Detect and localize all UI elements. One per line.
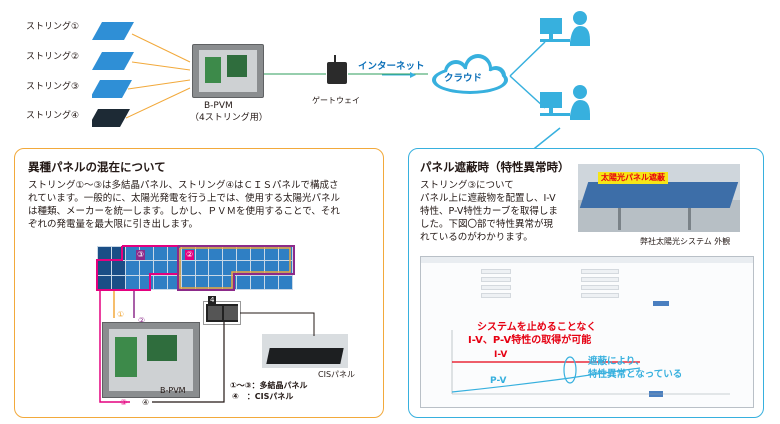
system-photo-caption: 弊社太陽光システム 外観 bbox=[640, 237, 731, 246]
right-box-line: した。下図〇部で特性異常が現 bbox=[420, 219, 554, 230]
legend-polycrystal: ①～③：多結晶パネル bbox=[230, 381, 308, 390]
left-box-line: ぞれの発電量を最大限に引き出します。 bbox=[28, 219, 199, 230]
bpvm-device-photo bbox=[102, 322, 200, 398]
right-box-title: パネル遮蔽時（特性異常時） bbox=[420, 160, 570, 174]
user-pc-icon bbox=[540, 11, 590, 46]
cloud-icon bbox=[432, 54, 508, 94]
legend-cis: ④ ：CISパネル bbox=[232, 392, 294, 401]
internet-label: インターネット bbox=[358, 61, 425, 72]
right-box-line: ストリング③について bbox=[420, 180, 514, 191]
panel-number-2: ② bbox=[185, 250, 195, 260]
panel-icon-2 bbox=[92, 52, 134, 70]
wire-number-3: ③ bbox=[120, 398, 128, 407]
circuit-board bbox=[205, 57, 221, 83]
panel-icon-4 bbox=[92, 109, 130, 127]
right-box-line: パネル上に遮蔽物を配置し、I-V bbox=[420, 193, 556, 204]
cis-panel-photo bbox=[262, 334, 348, 368]
bpvm-sub-label: （4ストリング用） bbox=[190, 113, 268, 123]
string-outlines bbox=[96, 245, 295, 291]
left-box-line: は種類、メーカーを統一します。しかし、ＰＶＭを使用することで、それ bbox=[28, 206, 340, 217]
wire-number-4: ④ bbox=[142, 398, 150, 407]
monitoring-screenshot bbox=[420, 256, 754, 408]
anomaly-line-1: 遮蔽により、 bbox=[588, 356, 645, 367]
bpvm-label: B-PVM bbox=[204, 101, 233, 111]
circuit-board bbox=[227, 55, 247, 77]
bpvm-device bbox=[192, 44, 264, 98]
shading-photo-label: 太陽光パネル遮蔽 bbox=[598, 172, 668, 184]
cis-photo-caption: CISパネル bbox=[318, 370, 356, 379]
gateway-icon bbox=[327, 62, 347, 84]
string-label-4: ストリング④ bbox=[26, 111, 80, 121]
left-box-line: れています。一般的に、太陽光発電を行う上では、使用する太陽光パネル bbox=[28, 193, 340, 204]
iv-curve-label: I-V bbox=[494, 350, 508, 360]
cis-panel-number: 4 bbox=[208, 296, 217, 305]
right-box-line: 特性、P-V特性カーブを取得しま bbox=[420, 206, 558, 217]
string-label-2: ストリング② bbox=[26, 52, 80, 62]
pv-curve-label: P-V bbox=[490, 376, 507, 386]
anomaly-line-2: 特性異常となっている bbox=[588, 369, 683, 380]
wire-number-2: ② bbox=[138, 316, 146, 325]
gateway-antenna bbox=[334, 55, 336, 63]
right-box-line: れているのがわかります。 bbox=[420, 232, 533, 243]
solar-array bbox=[97, 246, 293, 290]
callout-line-1: システムを止めることなく bbox=[477, 322, 597, 333]
panel-icon-3 bbox=[92, 80, 132, 98]
iv-pv-curves bbox=[451, 330, 730, 395]
cloud-label: クラウド bbox=[444, 73, 483, 84]
string-label-3: ストリング③ bbox=[26, 82, 80, 92]
bpvm-photo-label: B-PVM bbox=[160, 386, 186, 395]
cis-panel-small bbox=[203, 301, 241, 325]
gateway-label: ゲートウェイ bbox=[312, 96, 360, 105]
network-lines bbox=[125, 33, 561, 150]
string-label-1: ストリング① bbox=[26, 22, 80, 32]
wire-number-1: ① bbox=[117, 310, 125, 319]
panel-icon-1 bbox=[92, 22, 134, 40]
callout-line-2: I-V、P-V特性の取得が可能 bbox=[468, 335, 592, 346]
user-pc-icon bbox=[540, 85, 590, 120]
panel-number-3: ③ bbox=[136, 250, 146, 260]
left-box-title: 異種パネルの混在について bbox=[28, 160, 166, 174]
cis-link-line bbox=[240, 312, 315, 336]
left-box-line: ストリング①～③は多結晶パネル、ストリング④はＣＩＳパネルで構成さ bbox=[28, 180, 339, 191]
string-panel-icons bbox=[92, 22, 134, 127]
panel-cells bbox=[97, 246, 293, 290]
wiring bbox=[99, 291, 225, 403]
